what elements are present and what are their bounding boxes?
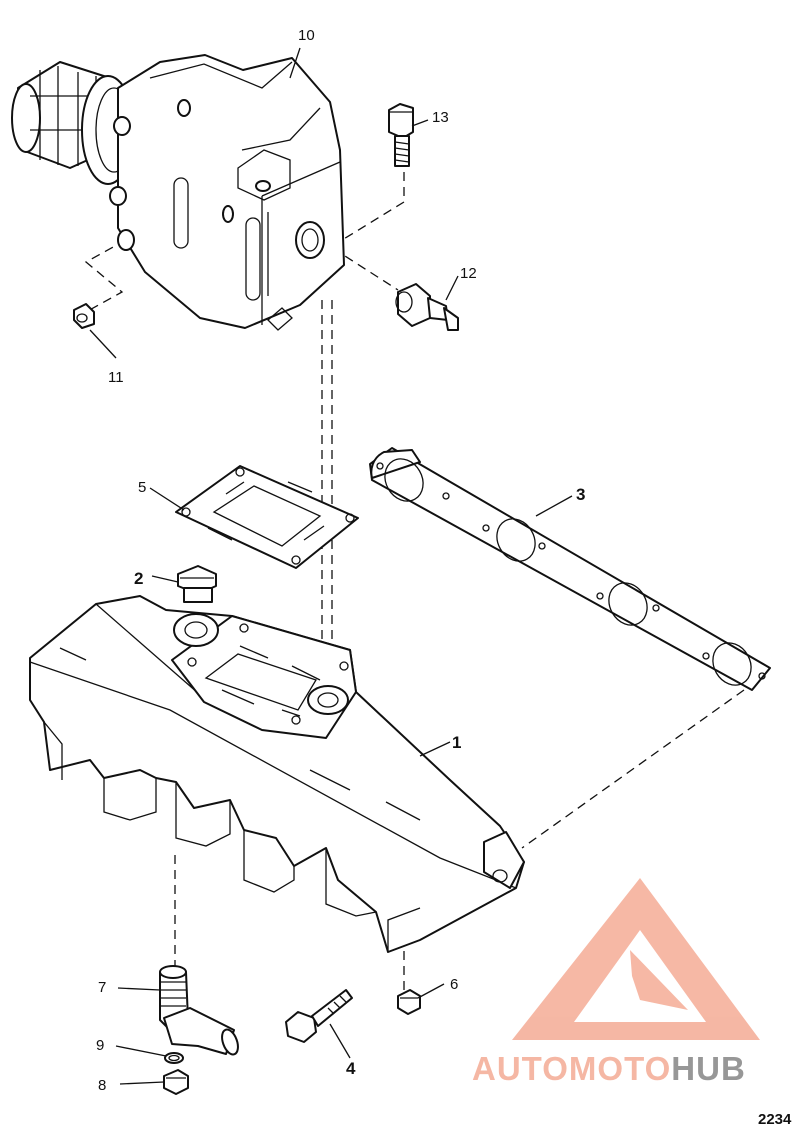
part-4-bolt xyxy=(285,989,353,1043)
part-12-fitting xyxy=(395,283,459,331)
watermark-auto: AUTO xyxy=(472,1050,569,1087)
part-8-fitting xyxy=(163,1069,189,1095)
callout-1: 1 xyxy=(452,733,461,752)
watermark-moto: MOTO xyxy=(569,1050,671,1087)
part-2-plug xyxy=(177,565,217,603)
callout-2: 2 xyxy=(134,569,143,588)
callout-4: 4 xyxy=(346,1059,356,1078)
callout-10: 10 xyxy=(298,27,315,44)
callout-13: 13 xyxy=(432,109,449,126)
leader-lines xyxy=(89,47,573,1085)
watermark: AUTOMOTOHUB xyxy=(472,878,760,1087)
part-7-elbow-fitting xyxy=(159,965,239,1056)
callout-7: 7 xyxy=(98,979,106,996)
watermark-hub: HUB xyxy=(671,1050,746,1087)
part-9-o-ring xyxy=(164,1052,184,1064)
callout-3: 3 xyxy=(576,485,585,504)
callout-12: 12 xyxy=(460,265,477,282)
part-1-manifold xyxy=(29,595,525,953)
callout-11: 11 xyxy=(108,369,124,386)
part-3-manifold-gasket xyxy=(369,447,771,691)
watermark-logo-icon xyxy=(512,878,760,1040)
part-13-bolt xyxy=(388,103,414,167)
callout-5: 5 xyxy=(138,479,146,496)
callouts: 10 13 12 11 5 2 3 1 6 7 4 9 8 xyxy=(96,27,585,1094)
part-11-plug xyxy=(73,303,95,329)
callout-6: 6 xyxy=(450,976,458,993)
callout-9: 9 xyxy=(96,1037,104,1054)
callout-8: 8 xyxy=(98,1077,106,1094)
watermark-text: AUTOMOTOHUB xyxy=(472,1050,746,1087)
part-6-plug xyxy=(397,989,421,1015)
drawing-number: 2234 xyxy=(758,1111,792,1128)
part-5-gasket xyxy=(175,465,359,569)
part-10-elbow xyxy=(11,54,345,331)
